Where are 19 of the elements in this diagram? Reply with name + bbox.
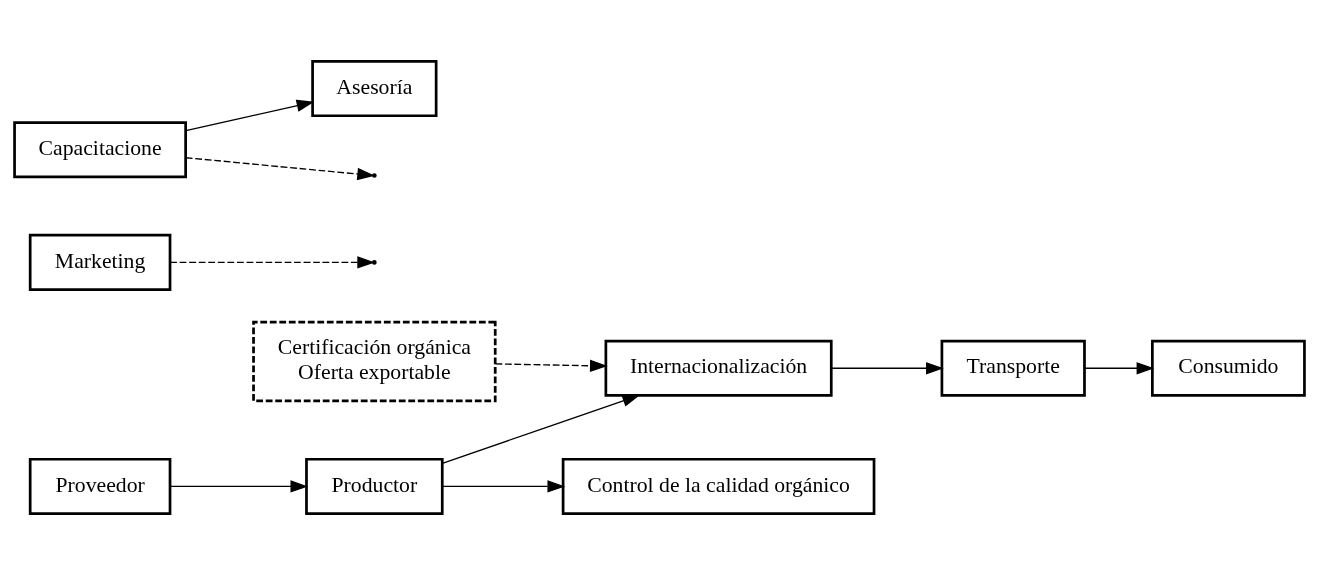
- node-box: Capacitacione: [13, 121, 187, 179]
- arrow: [185, 157, 375, 181]
- arrow: [1084, 362, 1155, 375]
- node-box: Consumido: [1151, 339, 1306, 397]
- arrow: [494, 359, 608, 372]
- arrow: [185, 99, 315, 132]
- node-box: Transporte: [940, 339, 1086, 397]
- arrow: [169, 256, 375, 269]
- node-box: Marketing: [28, 233, 172, 291]
- arrow: [441, 394, 641, 465]
- node-box: Proveedor: [28, 457, 172, 515]
- node-box: Control de la calidad orgánico: [561, 457, 876, 515]
- arrow: [441, 480, 566, 493]
- node-box: Productor: [305, 457, 444, 515]
- node-box: Certificación orgánica Oferta exportable: [252, 320, 497, 403]
- arrow: [830, 362, 944, 375]
- arrow: [169, 480, 309, 493]
- node-box: Asesoría: [311, 60, 438, 118]
- node-box: Internacionalización: [604, 339, 833, 397]
